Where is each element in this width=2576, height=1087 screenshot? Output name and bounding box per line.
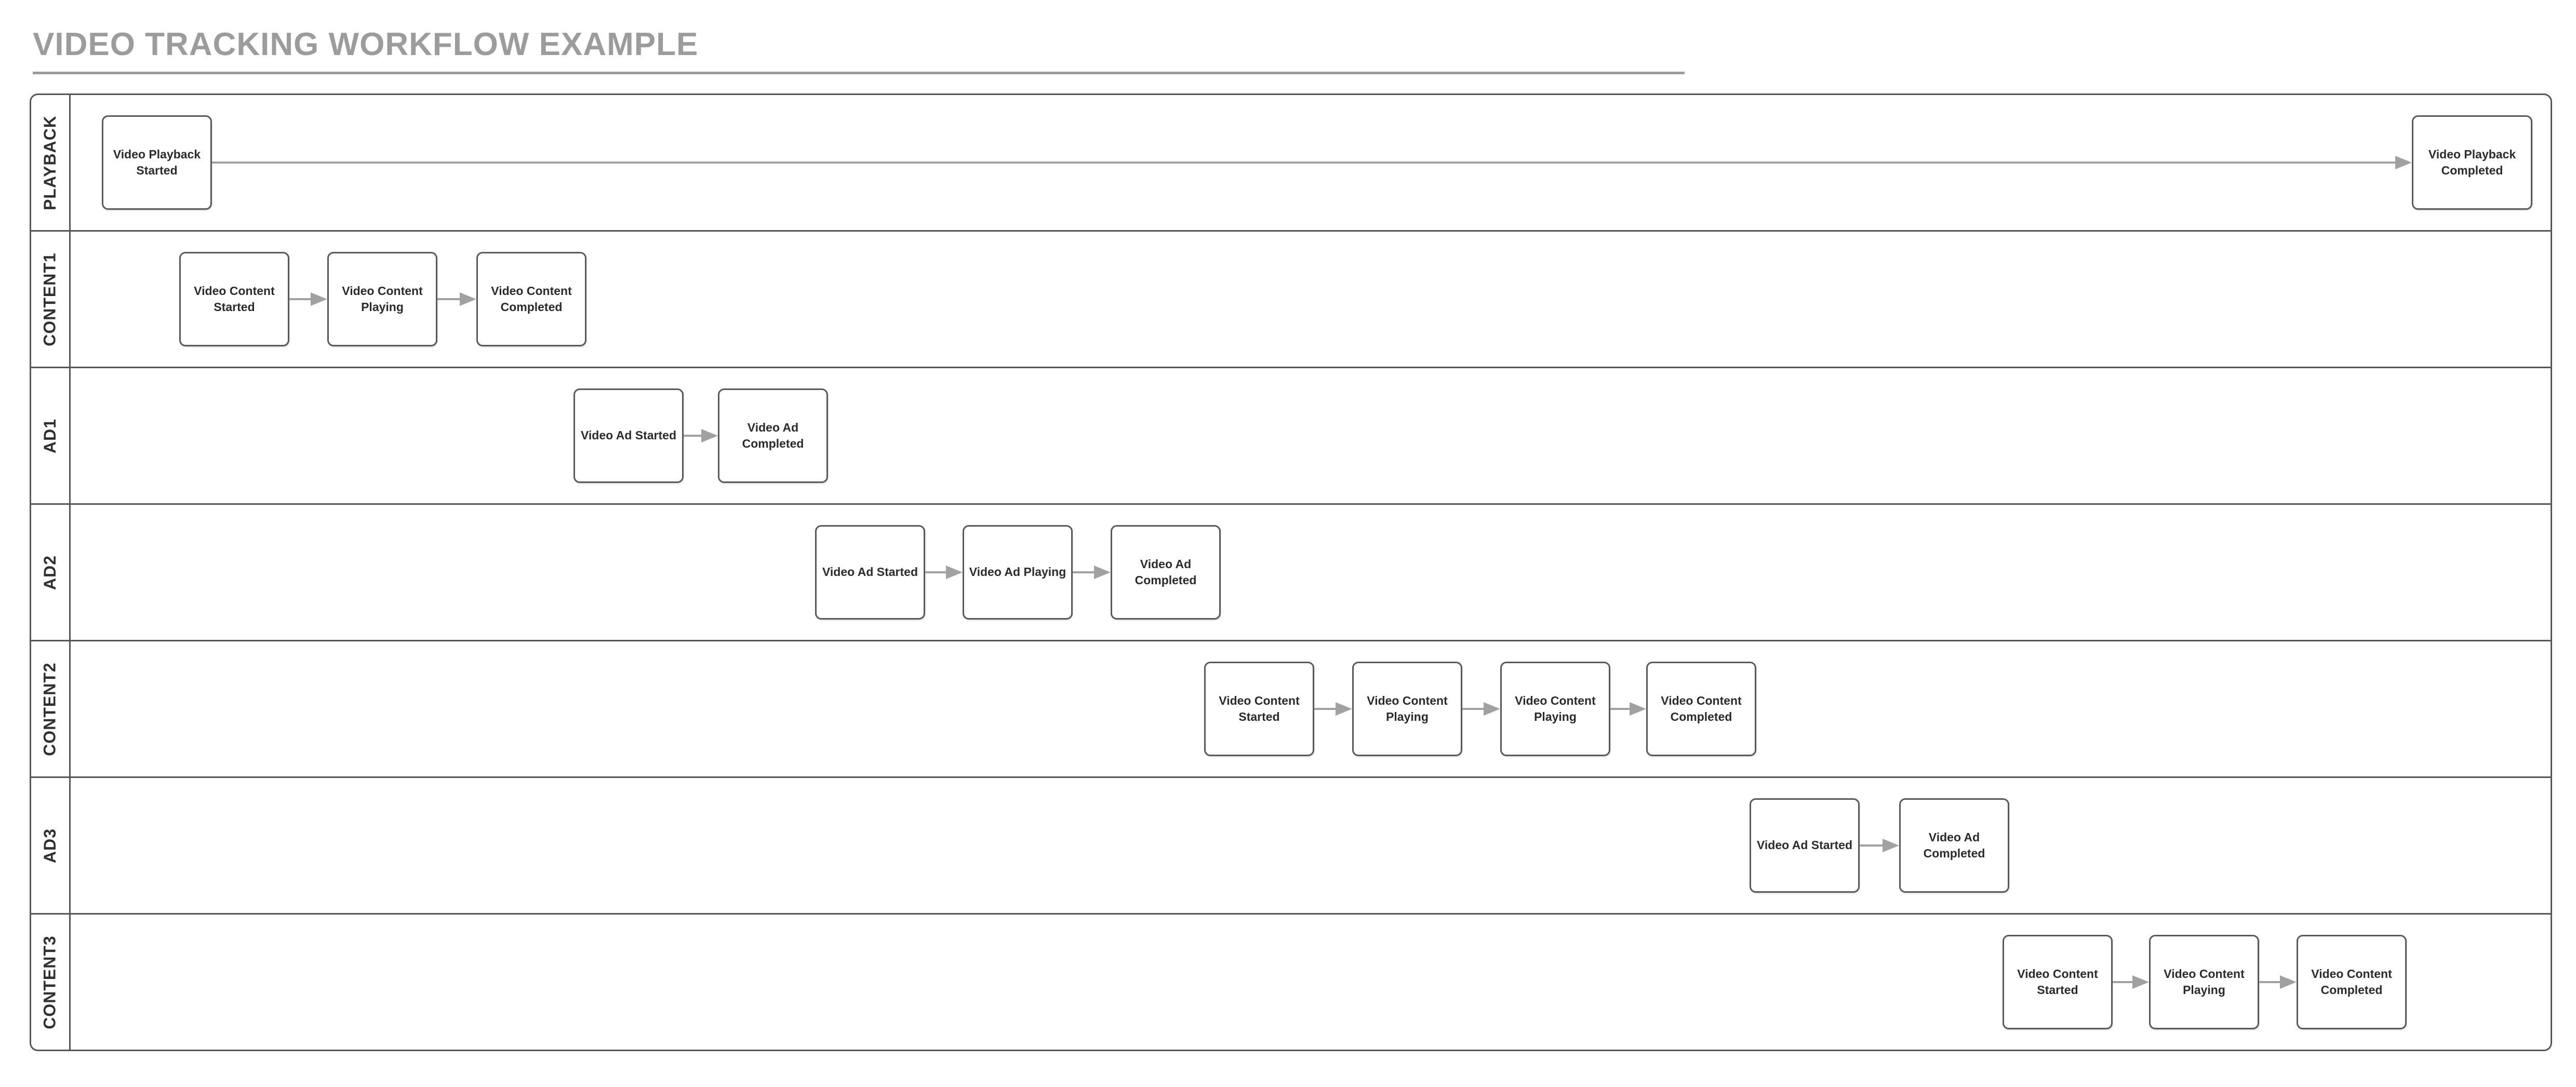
connector-line	[2259, 981, 2281, 983]
lane-label-cell: CONTENT1	[31, 232, 71, 367]
node-label: Video Content Playing	[1515, 693, 1596, 723]
flow-node[interactable]: Video Content Completed	[2297, 935, 2407, 1029]
flow-node[interactable]: Video Content Started	[2003, 935, 2113, 1029]
flow-node[interactable]: Video Ad Completed	[718, 388, 828, 483]
connector-arrowhead-icon	[2395, 156, 2412, 169]
lane-label-cell: AD3	[31, 778, 71, 913]
connector-line	[289, 298, 312, 300]
flow-node[interactable]: Video Playback Started	[102, 115, 212, 210]
connector-arrowhead-icon	[701, 429, 718, 442]
lane-label-cell: PLAYBACK	[31, 95, 71, 230]
node-label: Video Content Playing	[2164, 967, 2245, 997]
connector-line	[1610, 708, 1631, 710]
lane-label[interactable]: CONTENT2	[41, 662, 60, 756]
lane-ad3: AD3 Video Ad Started Video Ad Completed	[31, 776, 2551, 913]
node-label: Video Content Completed	[1661, 693, 1742, 723]
connector-line	[2113, 981, 2133, 983]
connector-arrowhead-icon	[2132, 975, 2149, 989]
connector-line	[212, 162, 2396, 164]
flow-node[interactable]: Video Ad Completed	[1111, 525, 1221, 620]
node-label: Video Ad Started	[580, 428, 677, 442]
lane-label-cell: AD1	[31, 368, 71, 503]
lane-label[interactable]: AD2	[40, 555, 59, 590]
connector-arrowhead-icon	[311, 292, 327, 306]
connector-line	[1073, 571, 1095, 573]
connector-line	[1860, 844, 1884, 847]
node-label: Video Ad Playing	[969, 565, 1066, 579]
flow-node[interactable]: Video Playback Completed	[2412, 115, 2532, 210]
lane-label[interactable]: AD1	[40, 418, 59, 453]
lane-body: Video Content Started Video Content Playi…	[71, 641, 2551, 776]
lane-label-cell: CONTENT2	[31, 641, 71, 776]
connector-line	[925, 571, 947, 573]
flow-node[interactable]: Video Content Completed	[476, 252, 586, 346]
lane-body: Video Playback Started Video Playback Com…	[71, 95, 2551, 230]
node-label: Video Content Started	[194, 284, 275, 314]
node-label: Video Playback Started	[113, 147, 201, 177]
flow-node[interactable]: Video Ad Completed	[1899, 798, 2009, 893]
lane-body: Video Ad Started Video Ad Completed	[71, 778, 2551, 913]
connector-arrowhead-icon	[460, 292, 476, 306]
node-label: Video Content Playing	[1367, 693, 1448, 723]
node-label: Video Playback Completed	[2428, 147, 2516, 177]
lane-ad1: AD1 Video Ad Started Video Ad Completed	[31, 367, 2551, 503]
lane-body: Video Content Started Video Content Playi…	[71, 915, 2551, 1050]
title-underline	[33, 72, 1685, 74]
node-label: Video Content Started	[1219, 693, 1300, 723]
flow-node[interactable]: Video Content Playing	[2149, 935, 2259, 1029]
connector-arrowhead-icon	[1094, 566, 1111, 579]
lane-label-cell: CONTENT3	[31, 915, 71, 1050]
lane-body: Video Ad Started Video Ad Playing Video Ad…	[71, 505, 2551, 640]
connector-arrowhead-icon	[1883, 839, 1899, 852]
connector-line	[684, 435, 702, 437]
page-title: VIDEO TRACKING WORKFLOW EXAMPLE	[33, 26, 699, 62]
flow-node[interactable]: Video Ad Playing	[963, 525, 1073, 620]
node-label: Video Ad Started	[822, 565, 918, 579]
lane-label[interactable]: CONTENT1	[41, 252, 60, 346]
connector-arrowhead-icon	[1630, 702, 1646, 716]
connector-line	[437, 298, 461, 300]
connector-line	[1462, 708, 1485, 710]
flow-node[interactable]: Video Ad Started	[815, 525, 925, 620]
flow-node[interactable]: Video Ad Started	[573, 388, 684, 483]
flow-node[interactable]: Video Content Playing	[1500, 662, 1610, 756]
flow-node[interactable]: Video Content Playing	[327, 252, 437, 346]
flow-node[interactable]: Video Ad Started	[1750, 798, 1860, 893]
node-label: Video Ad Completed	[742, 420, 804, 450]
flow-node[interactable]: Video Content Playing	[1352, 662, 1462, 756]
node-label: Video Content Completed	[2311, 967, 2392, 997]
lane-body: Video Content Started Video Content Playi…	[71, 232, 2551, 367]
node-label: Video Content Completed	[491, 284, 572, 314]
flow-node[interactable]: Video Content Started	[179, 252, 289, 346]
lane-body: Video Ad Started Video Ad Completed	[71, 368, 2551, 503]
connector-arrowhead-icon	[1336, 702, 1352, 716]
connector-arrowhead-icon	[2280, 975, 2297, 989]
flow-node[interactable]: Video Content Completed	[1646, 662, 1756, 756]
connector-line	[1314, 708, 1337, 710]
connector-arrowhead-icon	[946, 566, 963, 579]
lane-label-cell: AD2	[31, 505, 71, 640]
node-label: Video Ad Completed	[1923, 830, 1985, 860]
node-label: Video Ad Completed	[1134, 557, 1197, 587]
lane-label[interactable]: PLAYBACK	[41, 115, 59, 210]
lane-label[interactable]: AD3	[40, 828, 59, 863]
node-label: Video Content Playing	[342, 284, 423, 314]
connector-arrowhead-icon	[1484, 702, 1500, 716]
flow-node[interactable]: Video Content Started	[1204, 662, 1314, 756]
node-label: Video Content Started	[2017, 967, 2098, 997]
lane-label[interactable]: CONTENT3	[41, 935, 60, 1029]
node-label: Video Ad Started	[1756, 838, 1853, 852]
